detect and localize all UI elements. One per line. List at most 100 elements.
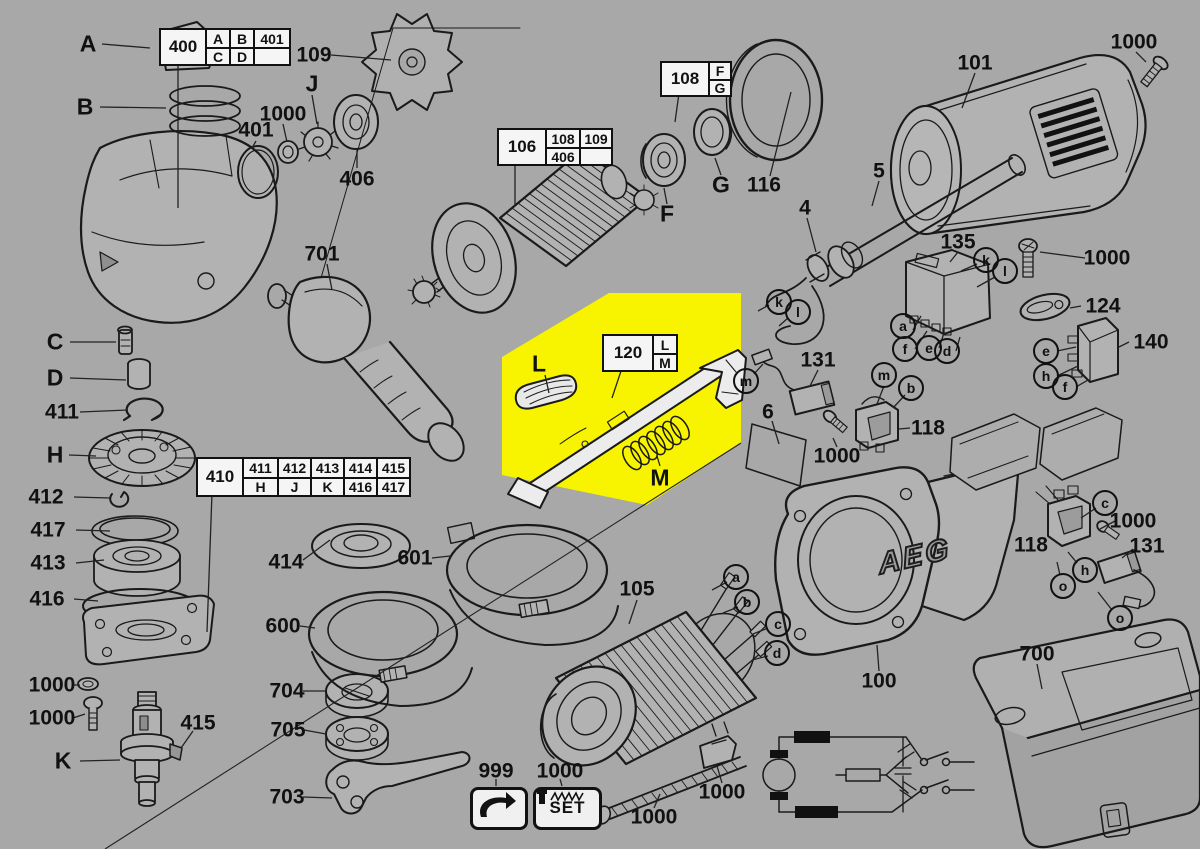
highlight-region-120 bbox=[502, 293, 741, 505]
callout-K: K bbox=[54, 747, 72, 774]
terminal-e-holder: e bbox=[1033, 338, 1059, 364]
ref-cell: 414 bbox=[343, 459, 376, 477]
callout-1000-topright: 1000 bbox=[1110, 30, 1158, 54]
callout-4: 4 bbox=[799, 196, 811, 220]
callout-101: 101 bbox=[957, 51, 993, 75]
callout-H: H bbox=[46, 441, 64, 468]
ref-cell: K bbox=[310, 477, 343, 495]
part-140-brush-holder-drawing bbox=[1067, 317, 1119, 383]
callout-1000-bolt: 1000 bbox=[630, 805, 678, 829]
callout-100: 100 bbox=[861, 669, 897, 693]
ref-cell: F bbox=[715, 63, 725, 79]
part-D-sleeve-drawing bbox=[127, 358, 151, 390]
ref-table-108: 108 F G bbox=[660, 61, 732, 97]
callout-131-right: 131 bbox=[1129, 534, 1165, 558]
part-120-lever-kit-drawing bbox=[507, 349, 747, 509]
callout-1000-mid: 1000 bbox=[813, 444, 861, 468]
ref-cell bbox=[253, 47, 289, 64]
part-413-bearing-drawing bbox=[93, 539, 181, 597]
ref-cell: J bbox=[277, 477, 310, 495]
part-106-armature-drawing bbox=[407, 148, 659, 314]
callout-M: M bbox=[650, 464, 670, 491]
callout-6: 6 bbox=[762, 400, 774, 424]
ref-cell: 401 bbox=[253, 30, 289, 47]
housing-shells-drawing bbox=[949, 407, 1123, 491]
terminal-d-stator: d bbox=[764, 640, 790, 666]
callout-J: J bbox=[305, 70, 319, 97]
part-1000-screw-right-drawing bbox=[1096, 520, 1120, 540]
callout-1000-set: 1000 bbox=[536, 759, 584, 783]
part-401-oring-drawing bbox=[237, 145, 279, 199]
part-6-label-plate-drawing bbox=[745, 423, 807, 487]
part-124-clip-drawing bbox=[1019, 292, 1071, 322]
ref-table-120-main: 120 bbox=[613, 343, 643, 362]
callout-414: 414 bbox=[268, 550, 304, 574]
ref-cell: 416 bbox=[343, 477, 376, 495]
callout-1000-washer: 1000 bbox=[28, 673, 76, 697]
callout-105: 105 bbox=[619, 577, 655, 601]
part-M-spring-drawing bbox=[622, 415, 690, 471]
callout-118-mid: 118 bbox=[911, 416, 945, 440]
part-G-sleeve-drawing bbox=[693, 108, 733, 156]
callout-600: 600 bbox=[265, 614, 301, 638]
ref-cell: 412 bbox=[277, 459, 310, 477]
callout-704: 704 bbox=[269, 679, 305, 703]
part-100-housing-drawing bbox=[774, 462, 1020, 656]
gear-housing-drawing bbox=[79, 130, 278, 324]
ref-cell: M bbox=[654, 353, 676, 371]
part-118-switch-right-drawing bbox=[1035, 485, 1091, 547]
set-kit-box: SET bbox=[533, 787, 602, 830]
part-412-clip-drawing bbox=[109, 491, 130, 508]
callout-999: 999 bbox=[478, 759, 514, 783]
ref-cell: 413 bbox=[310, 459, 343, 477]
ref-table-120: 120 L M bbox=[602, 334, 678, 372]
part-131-brush-right-drawing bbox=[1096, 549, 1156, 610]
callout-417: 417 bbox=[30, 518, 66, 542]
part-1000-screw-left-drawing bbox=[83, 696, 103, 731]
callout-1000-screw-left: 1000 bbox=[28, 706, 76, 730]
part-701-handle-drawing bbox=[267, 275, 465, 462]
part-414-flange-drawing bbox=[311, 523, 411, 569]
callout-1000-right: 1000 bbox=[1109, 509, 1157, 533]
part-1000-nut-drawing bbox=[277, 140, 299, 164]
callout-601: 601 bbox=[397, 546, 433, 570]
callout-124: 124 bbox=[1085, 294, 1121, 318]
ref-table-106-main: 106 bbox=[507, 137, 537, 156]
terminal-l-switch: l bbox=[992, 258, 1018, 284]
callout-F: F bbox=[659, 200, 675, 227]
ref-table-106: 106 108 109 406 bbox=[497, 128, 613, 166]
callout-700: 700 bbox=[1019, 642, 1055, 666]
part-4-grommet-drawing bbox=[805, 251, 830, 283]
ref-table-410: 410 411 412 413 414 415 H J K 416 417 bbox=[196, 457, 411, 497]
callout-A: A bbox=[79, 30, 97, 57]
callout-1000-135: 1000 bbox=[1083, 246, 1131, 270]
ref-cell: 411 bbox=[249, 460, 272, 476]
ref-cell: B bbox=[229, 30, 253, 47]
ref-table-410-main: 410 bbox=[205, 467, 235, 486]
ref-cell: 406 bbox=[547, 147, 579, 165]
ref-cell: C bbox=[207, 47, 229, 65]
callout-131-mid: 131 bbox=[800, 348, 836, 372]
terminal-b-stator: b bbox=[734, 589, 760, 615]
ref-cell: 108 bbox=[551, 130, 575, 147]
part-1000-screw-topright-drawing bbox=[1140, 55, 1169, 88]
part-131-brush-mid-drawing bbox=[751, 348, 836, 416]
callout-1000-clamp: 1000 bbox=[698, 780, 746, 804]
set-label: SET bbox=[549, 798, 586, 817]
callout-701: 701 bbox=[304, 242, 340, 266]
part-H-crown-gear-drawing bbox=[88, 429, 196, 487]
callout-411: 411 bbox=[45, 400, 79, 424]
ref-table-108-main: 108 bbox=[670, 69, 700, 88]
terminal-m-brush: m bbox=[733, 368, 759, 394]
part-1000-washer-drawing bbox=[77, 677, 99, 691]
terminal-c-stator: c bbox=[765, 611, 791, 637]
ref-cell: L bbox=[660, 336, 670, 353]
terminal-l-cable: l bbox=[785, 299, 811, 325]
terminal-h-right: h bbox=[1072, 557, 1098, 583]
ref-table-400: 400 A B 401 C D bbox=[159, 28, 291, 66]
part-K-spindle-drawing bbox=[120, 691, 174, 807]
part-411-circlip-drawing bbox=[122, 397, 164, 422]
part-1000-cord-clamp-drawing bbox=[699, 721, 737, 769]
circuit-diagram bbox=[762, 731, 975, 818]
